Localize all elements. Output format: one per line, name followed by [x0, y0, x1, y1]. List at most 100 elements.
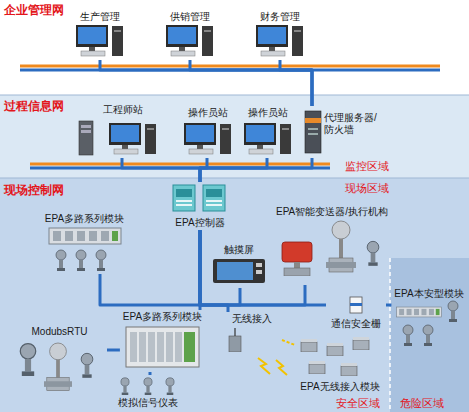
wireless-icon — [229, 328, 241, 352]
device-label: ModubsRTU — [32, 326, 88, 338]
touchscreen-icon — [213, 259, 265, 283]
device-label: 通信安全栅 — [331, 318, 381, 330]
device-label: 财务管理 — [260, 11, 300, 23]
device-node: ModubsRTU — [12, 325, 107, 405]
transmitter-icon — [367, 241, 379, 266]
actuator-icon — [282, 242, 312, 276]
module-icon — [49, 228, 121, 244]
wireless-module-icon — [309, 361, 325, 374]
instrument-icon — [166, 378, 174, 395]
zone-label: 安全区域 — [336, 397, 380, 410]
device-label: EPA本安型模块 — [394, 288, 463, 300]
device-label: 操作员站 — [248, 107, 288, 119]
computer-icon — [109, 123, 156, 154]
device-node: 生产管理 — [70, 10, 130, 60]
device-label: 模拟信号仪表 — [118, 397, 178, 409]
instrument-icon — [144, 378, 152, 395]
network-link — [107, 349, 120, 352]
device-node: 工程师站 — [70, 103, 175, 158]
network-link — [100, 60, 312, 106]
network-link — [149, 372, 152, 375]
network-link — [386, 304, 391, 307]
module-icon — [126, 327, 199, 367]
device-node: 通信安全栅 — [326, 293, 386, 331]
zone-heading: 企业管理网 — [4, 3, 64, 17]
transmitter-icon — [76, 250, 86, 271]
device-node: 代理服务器/ 防火墙 — [298, 106, 384, 158]
device-node: 模拟信号仪表 — [110, 375, 185, 410]
device-node: 触摸屏 — [208, 243, 270, 288]
network-link — [200, 158, 312, 182]
zone-label: 现场区域 — [345, 182, 389, 195]
device-label: EPA智能变送器/执行机构 — [276, 206, 388, 218]
redundant-bus — [20, 65, 440, 68]
device-label: 工程师站 — [103, 104, 143, 116]
network-link — [122, 158, 200, 182]
wireless-module-icon — [301, 339, 317, 352]
computer-icon — [76, 25, 123, 56]
wireless-module-icon — [353, 337, 369, 350]
device-label: 无线接入 — [232, 313, 272, 325]
module-icon — [397, 307, 442, 317]
device-node: EPA多路系列模块 — [42, 212, 127, 274]
network-link — [200, 158, 267, 182]
device-label: EPA多路系列模块 — [123, 311, 202, 323]
zone-ground — [0, 95, 469, 178]
barrier-icon — [350, 297, 362, 313]
device-node: EPA无线接入模块 — [295, 332, 385, 394]
server-icon — [79, 121, 93, 155]
device-label: EPA无线接入模块 — [300, 381, 379, 393]
wireless-bolt — [258, 358, 270, 374]
transmitter-icon — [96, 250, 106, 271]
redundant-bus — [30, 163, 330, 166]
zone-heading: 现场控制网 — [4, 183, 64, 197]
device-label: EPA多路系列模块 — [45, 213, 124, 225]
device-node: EPA控制器 — [165, 182, 235, 230]
zone-ground — [0, 178, 469, 412]
device-node: 财务管理 — [250, 10, 310, 60]
wireless-module-icon — [341, 363, 357, 376]
network-link — [200, 230, 326, 305]
zone-heading: 过程信息网 — [4, 99, 64, 113]
zone-ground — [0, 0, 469, 95]
device-node: 无线接入 — [222, 312, 282, 354]
controller-icon — [173, 185, 195, 211]
wireless-module-icon — [327, 343, 343, 356]
computer-icon — [256, 25, 303, 56]
device-node: EPA本安型模块 — [391, 287, 466, 349]
wireless-bolt — [276, 360, 287, 375]
zone-boundary — [389, 258, 391, 412]
device-node: 供销管理 — [160, 10, 220, 60]
device-label: 操作员站 — [188, 107, 228, 119]
device-label: EPA控制器 — [175, 217, 224, 229]
device-node: 操作员站 — [240, 106, 295, 158]
network-zone: 企业管理网生产管理 供销管理 财务管理 — [0, 0, 469, 95]
flowmeter-icon — [81, 353, 93, 378]
device-label: 代理服务器/ 防火墙 — [324, 112, 380, 136]
computer-icon — [166, 25, 213, 56]
transmitter-icon — [20, 344, 35, 376]
computer-icon — [184, 123, 231, 154]
device-node: EPA多路系列模块 — [120, 310, 205, 372]
network-zone: 现场控制网EPA控制器EPA多路系列模块触摸屏EPA智能变送器/执行机构EPA本… — [0, 178, 469, 412]
device-label: 触摸屏 — [224, 244, 254, 256]
hazard-ground — [390, 258, 469, 412]
firewall-icon — [305, 111, 321, 153]
controller-icon — [203, 185, 225, 211]
device-label: 生产管理 — [80, 11, 120, 23]
transmitter-icon — [448, 301, 458, 322]
computer-icon — [244, 123, 291, 154]
network-link — [280, 60, 312, 106]
transmitter-icon — [56, 250, 66, 271]
transmitter-icon — [403, 325, 413, 346]
valve-icon — [44, 343, 72, 391]
device-label: 供销管理 — [170, 11, 210, 23]
instrument-icon — [121, 378, 129, 395]
network-link — [200, 230, 305, 305]
zone-boundary — [0, 178, 469, 179]
device-node: EPA智能变送器/执行机构 — [272, 205, 392, 285]
device-node: 操作员站 — [180, 106, 235, 158]
